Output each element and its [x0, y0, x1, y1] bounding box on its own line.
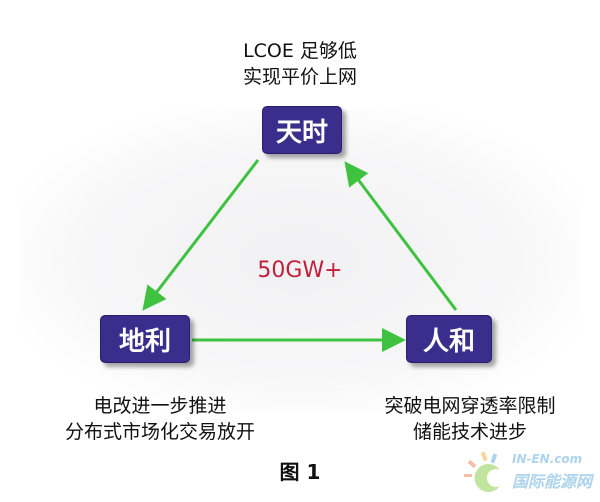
center-label: 50GW+	[257, 258, 343, 283]
left-line-1: 电改进一步推进	[93, 395, 227, 417]
top-line-2: 实现平价上网	[242, 66, 357, 88]
right-line-1: 突破电网穿透率限制	[384, 395, 556, 417]
watermark-cn: 国际能源网	[512, 472, 593, 491]
arrow-tianshi-to-dili	[142, 159, 260, 311]
box-dili: 地利	[100, 315, 190, 363]
left-line-2: 分布式市场化交易放开	[64, 421, 255, 443]
watermark-en: IN-EN.com	[512, 452, 583, 466]
watermark-logo: IN-EN.com 国际能源网	[462, 448, 597, 498]
figure-caption: 图 1	[279, 460, 321, 484]
arrow-renhe-to-tianshi	[344, 161, 458, 311]
right-line-2: 储能技术进步	[412, 421, 527, 443]
box-tianshi: 天时	[262, 106, 342, 154]
logo-sun-icon	[464, 451, 500, 492]
box-renhe: 人和	[406, 315, 492, 363]
top-line-1: LCOE 足够低	[243, 40, 357, 62]
